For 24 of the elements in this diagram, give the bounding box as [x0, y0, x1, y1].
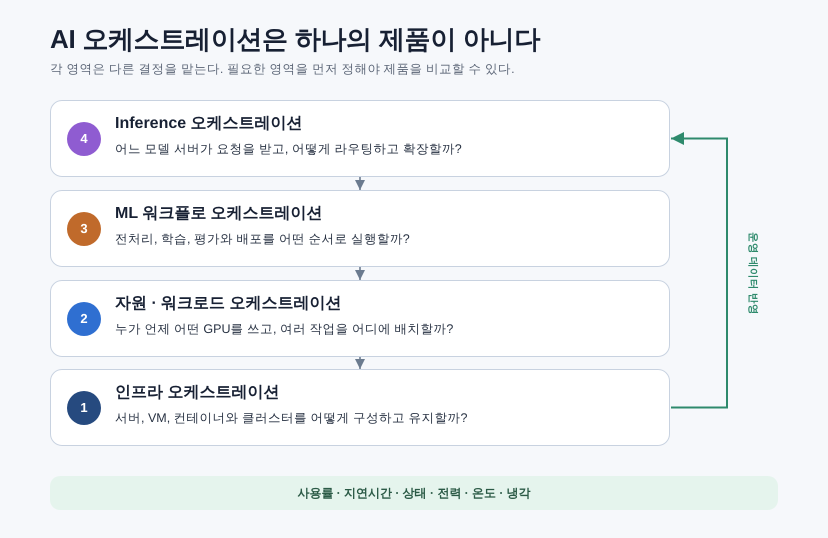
- edge-label: 운영 데이터 반영: [745, 230, 758, 316]
- step-number-circle: 4: [67, 122, 101, 156]
- layer-title: Inference 오케스트레이션: [115, 114, 303, 134]
- arrow: [355, 357, 365, 369]
- layer-box: [50, 280, 670, 357]
- metrics-band: 사용률 · 지연시간 · 상태 · 전력 · 온도 · 냉각: [50, 476, 778, 510]
- arrow: [355, 267, 365, 280]
- arrow: [355, 177, 365, 190]
- step-number-circle: 3: [67, 212, 101, 246]
- layer-title: 자원 · 워크로드 오케스트레이션: [115, 294, 342, 314]
- layer-box: [50, 369, 670, 446]
- step-number-circle: 1: [67, 390, 101, 424]
- layer-title: ML 워크플로 오케스트레이션: [115, 204, 323, 224]
- layer-question: 서버, VM, 컨테이너와 클러스터를 어떻게 구성하고 유지할까?: [115, 410, 468, 426]
- title: AI 오케스트레이션은 하나의 제품이 아니다: [50, 23, 540, 55]
- layer-question: 어느 모델 서버가 요청을 받고, 어떻게 라우팅하고 확장할까?: [115, 141, 462, 157]
- layer-question: 누가 언제 어떤 GPU를 쓰고, 여러 작업을 어디에 배치할까?: [115, 321, 454, 337]
- step-number-circle: 2: [67, 302, 101, 336]
- layer-title: 인프라 오케스트레이션: [115, 383, 280, 403]
- layer-box: [50, 100, 670, 177]
- subtitle: 각 영역은 다른 결정을 맡는다. 필요한 영역을 먼저 정해야 제품을 비교할 수 있다.: [50, 61, 515, 77]
- layer-box: [50, 190, 670, 267]
- arrow: [671, 132, 728, 408]
- layer-question: 전처리, 학습, 평가와 배포를 어떤 순서로 실행할까?: [115, 231, 410, 247]
